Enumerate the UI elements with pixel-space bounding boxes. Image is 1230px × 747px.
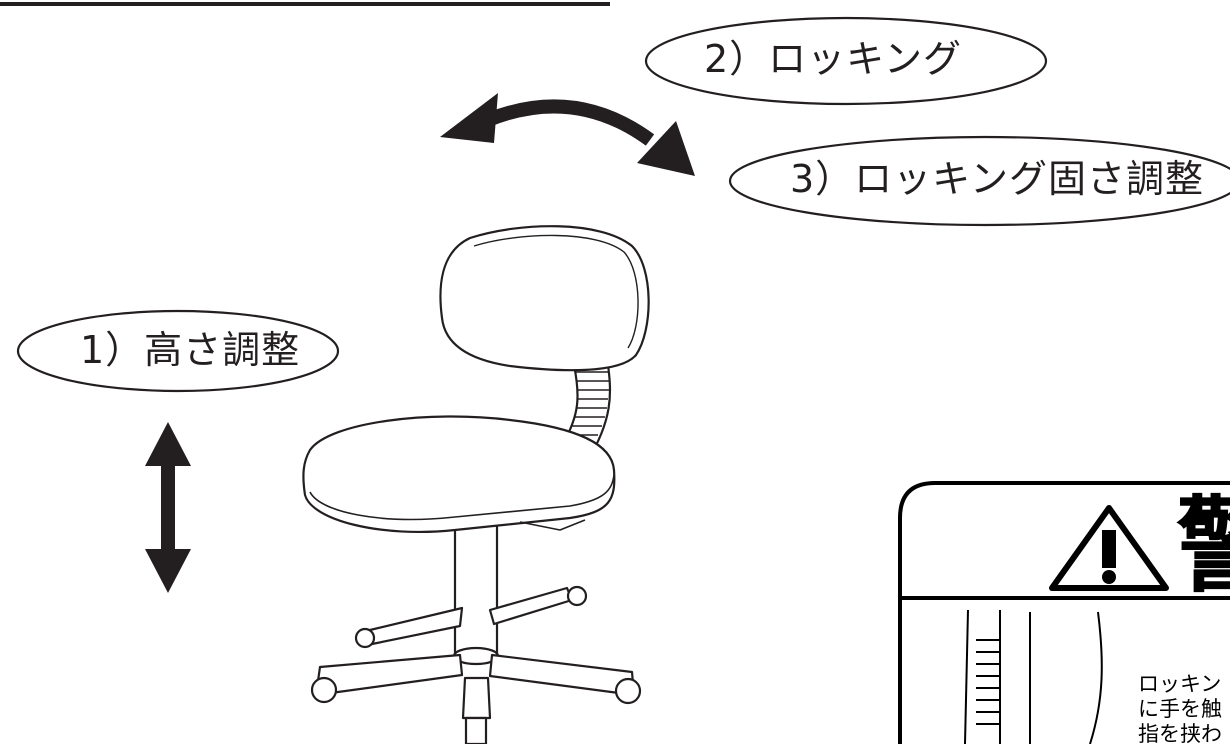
warning-triangle-icon <box>1049 505 1169 591</box>
label-rocking-tension: 3）ロッキング固さ調整 <box>790 157 1205 201</box>
warning-line-2: に手を触 <box>1138 697 1222 721</box>
double-arrow-vertical-icon <box>145 422 191 593</box>
warning-line-1: ロッキン <box>1138 672 1222 696</box>
callout-height <box>16 309 340 393</box>
curved-double-arrow-icon <box>440 93 695 176</box>
callout-rocking <box>644 16 1048 106</box>
warning-title-char: 警 <box>1176 485 1230 607</box>
chair-illustration <box>302 225 650 744</box>
warning-panel <box>898 481 1230 744</box>
label-rocking: 2）ロッキング <box>704 37 963 81</box>
warning-line-3: 指を挟わ <box>1138 722 1222 746</box>
callout-rocking-tension <box>728 135 1230 227</box>
label-height-adjust: 1）高さ調整 <box>80 328 301 372</box>
